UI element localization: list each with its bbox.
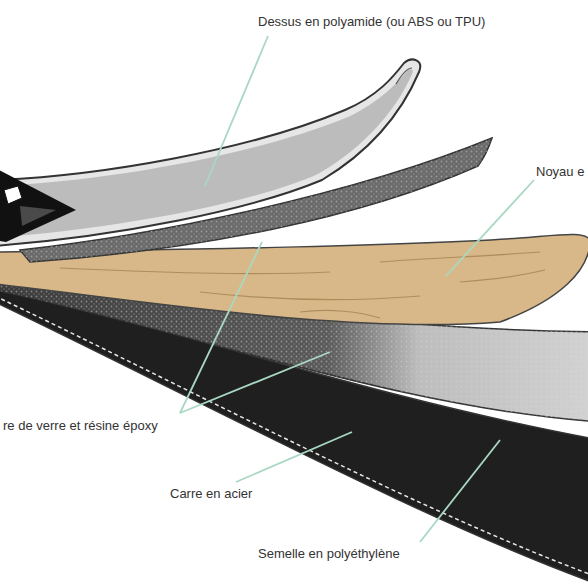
leader-line (236, 432, 352, 482)
grain-line (60, 268, 330, 274)
binding (0, 168, 76, 242)
part-label: re de verre et résine époxy (3, 418, 158, 433)
top-sheet-border (0, 60, 420, 246)
part-label: Dessus en polyamide (ou ABS ou TPU) (258, 14, 485, 29)
part-label: Noyau e (536, 164, 584, 179)
grain-line (300, 310, 380, 318)
part-label: Carre en acier (170, 486, 252, 501)
binding-part (4, 186, 22, 204)
binding-part (20, 206, 56, 226)
wood-grain (60, 252, 545, 318)
leader-line (420, 440, 500, 542)
part-label: Semelle en polyéthylène (258, 546, 400, 561)
grain-line (200, 292, 420, 299)
grain-line (460, 270, 545, 282)
leader-lines (180, 36, 534, 542)
leader-line (205, 36, 268, 186)
leader-line (180, 242, 262, 413)
leader-line (446, 180, 534, 276)
tip-loop (396, 68, 412, 84)
leader-line (180, 352, 330, 413)
